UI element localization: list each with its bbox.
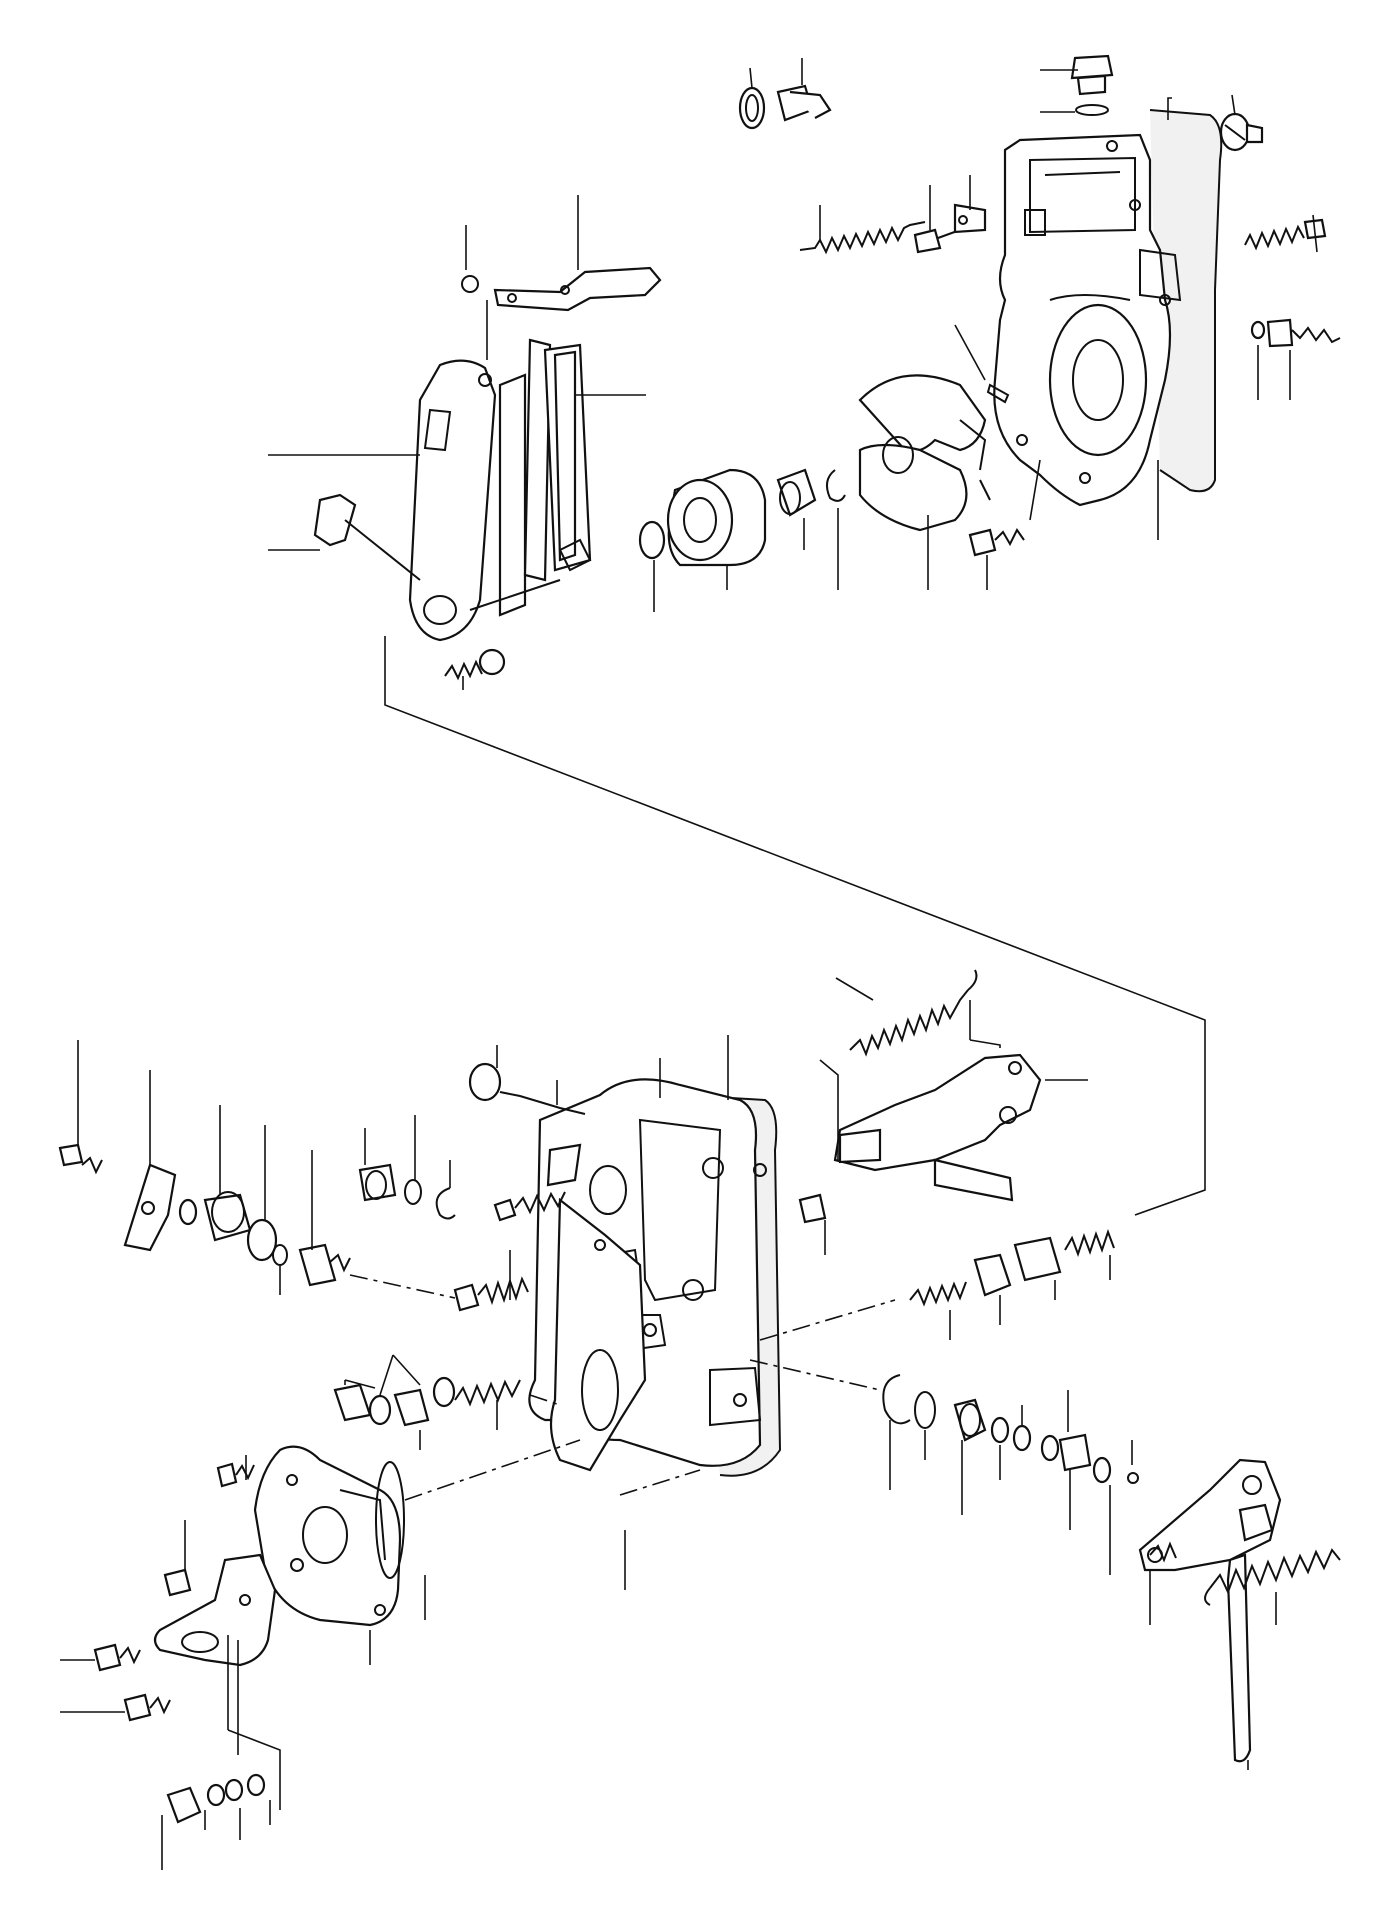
link-lever-with-shaft xyxy=(833,1053,1042,1202)
thrust-washer xyxy=(638,520,666,560)
sliding-sleeve xyxy=(666,468,767,567)
screw-plug-right xyxy=(1219,112,1264,152)
spring-right-lower xyxy=(1204,1548,1341,1606)
bushing-middle xyxy=(358,1163,397,1202)
spring-lower-top xyxy=(849,969,978,1057)
nut-middle xyxy=(453,1276,529,1312)
spring-collar xyxy=(776,468,817,517)
bolt-with-plate xyxy=(913,203,987,254)
flyweight-assembly xyxy=(858,374,991,532)
circlip-middle xyxy=(435,1187,456,1220)
plug-with-washer xyxy=(738,84,832,130)
bracket-left-top xyxy=(123,1163,177,1252)
bolt-middle-diagonal xyxy=(493,1191,566,1222)
stud-with-washer-right xyxy=(1250,318,1341,348)
o-ring-middle xyxy=(404,1179,422,1205)
pin-small xyxy=(986,383,1010,404)
governor-lever-assembly xyxy=(313,266,662,642)
nut-washer-set-bottom xyxy=(166,1773,266,1824)
o-ring-end-cover xyxy=(375,1461,405,1579)
assembly-axis-lines xyxy=(349,1274,896,1501)
governor-housing xyxy=(993,109,1223,507)
bolt-lower-lever xyxy=(444,648,506,681)
plug-bolt xyxy=(1070,54,1114,116)
leader-lines-lower xyxy=(60,977,1277,1870)
adjusting-screw-middle xyxy=(333,1376,521,1427)
spring-upper-left xyxy=(799,221,926,255)
circlip-lower xyxy=(882,1374,911,1425)
sleeve-left xyxy=(203,1191,252,1242)
bushing-lower xyxy=(953,1398,987,1442)
o-ring-lower xyxy=(914,1391,936,1429)
plug-middle-top xyxy=(468,1062,586,1115)
mounting-plate xyxy=(549,1197,647,1472)
stud-right xyxy=(1244,218,1327,251)
stud-nut-assembly xyxy=(909,1229,1115,1307)
bolts-left-column xyxy=(93,1462,255,1722)
washer-left xyxy=(178,1198,198,1226)
leader-lines-upper xyxy=(268,58,1318,690)
circlip-upper xyxy=(825,469,846,502)
washer-set-lower xyxy=(990,1416,1139,1484)
bracket-lower-left xyxy=(153,1553,277,1667)
flyweight-bolt xyxy=(968,528,1025,557)
ring-left xyxy=(246,1218,278,1262)
control-lever-right xyxy=(1138,1458,1282,1763)
plug-left xyxy=(298,1243,351,1287)
bolt-middle-right xyxy=(798,1193,827,1224)
end-cover xyxy=(253,1445,402,1627)
bolt-left-top xyxy=(58,1143,103,1175)
assembly-link-line xyxy=(384,636,1206,1216)
o-ring-left xyxy=(272,1244,288,1266)
stud-right-lever xyxy=(1149,1541,1177,1563)
